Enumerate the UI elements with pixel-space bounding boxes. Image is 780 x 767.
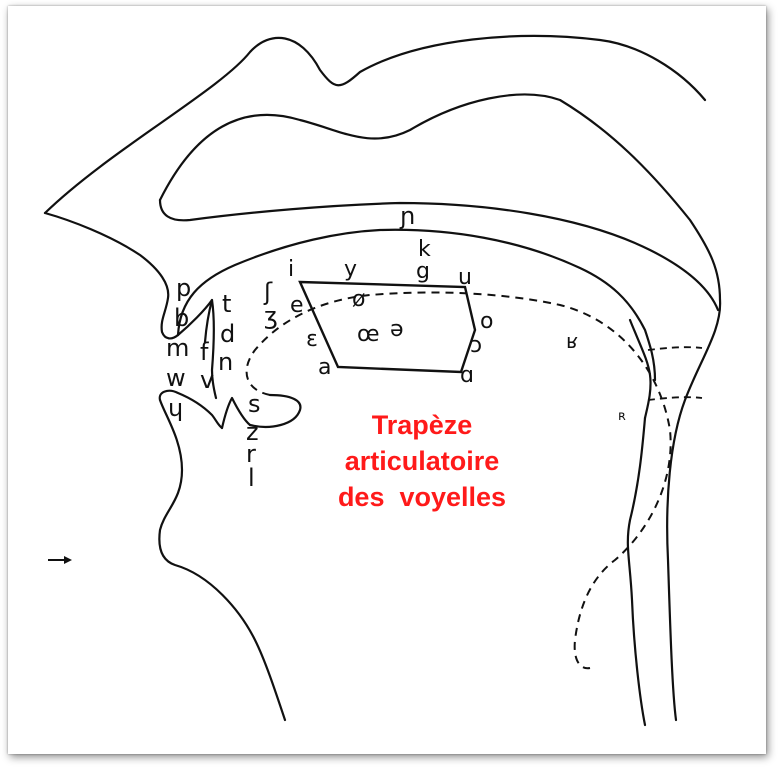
chin-outline — [159, 400, 285, 720]
velum-dashed — [648, 347, 702, 350]
vowel-oe: œ — [357, 322, 380, 347]
arrow-icon — [48, 556, 72, 564]
vowel-epsilon: ɛ — [306, 327, 318, 352]
vowel-u: u — [458, 265, 472, 290]
pharynx-wall — [667, 300, 720, 720]
pharynx-inner — [628, 418, 645, 725]
consonant-t: t — [222, 290, 231, 318]
vowel-o: o — [480, 309, 493, 334]
consonant-m: m — [166, 334, 189, 362]
vowel-e: e — [290, 293, 304, 318]
vowel-y: y — [344, 257, 357, 282]
consonant-l: l — [248, 464, 255, 492]
nasal-cavity-outline — [160, 95, 720, 300]
consonant-uvular-r: ʀ — [618, 409, 626, 424]
consonant-f: f — [200, 338, 209, 366]
vowel-open-o: ɔ — [470, 333, 482, 358]
vowel-alpha: ɑ — [460, 363, 474, 388]
consonant-g: g — [416, 259, 430, 284]
consonant-s: s — [248, 390, 261, 418]
nose-outline — [45, 213, 178, 338]
consonant-uvular-fricative: ʁ — [566, 329, 578, 353]
diagram-title-line2: articulatoire — [345, 446, 500, 476]
vowel-i: i — [288, 257, 294, 282]
consonant-turned-h: ɥ — [168, 394, 183, 422]
consonant-v: v — [200, 366, 214, 394]
uvula-dashed — [648, 397, 702, 400]
palate-outline — [178, 230, 655, 380]
diagram-title-line1: Trapèze — [372, 410, 473, 440]
consonant-w: w — [166, 364, 186, 392]
consonant-b: b — [174, 304, 189, 332]
consonant-p: p — [176, 274, 191, 302]
consonant-d: d — [220, 320, 235, 348]
consonant-palatal-n: ɲ — [399, 202, 416, 230]
diagram-title-line3: des voyelles — [338, 482, 506, 512]
vowel-schwa: ə — [390, 317, 404, 342]
consonant-ezh: ʒ — [264, 302, 278, 330]
vowel-a: a — [318, 355, 331, 380]
vowel-o-slash: ø — [352, 287, 365, 312]
consonant-n: n — [218, 348, 233, 376]
face-outline-upper — [45, 36, 705, 213]
